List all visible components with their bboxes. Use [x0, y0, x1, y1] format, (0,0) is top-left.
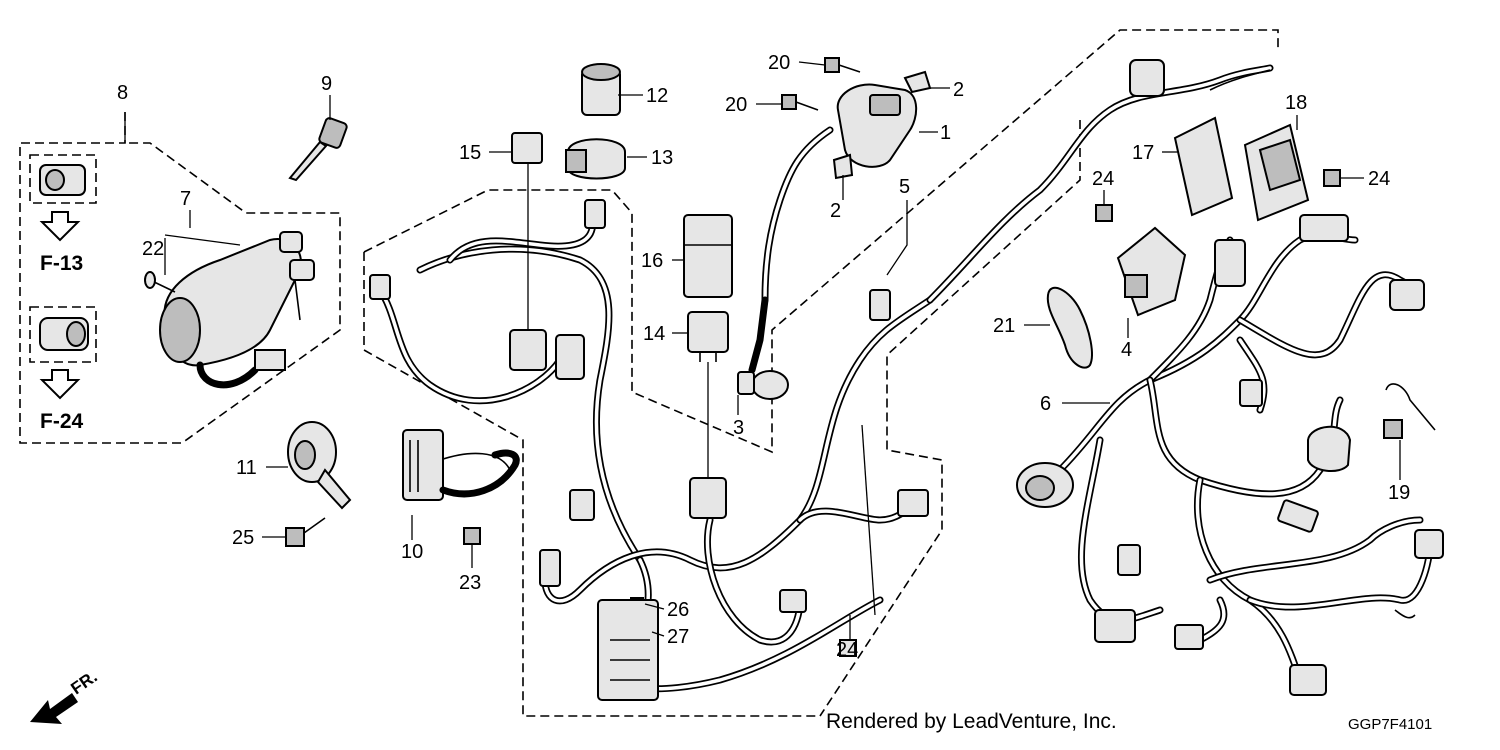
- label-20-bottom: 20: [725, 94, 747, 116]
- part-11-horn: [287, 421, 352, 510]
- part-13-clamp: [565, 138, 626, 180]
- part-1-ignition-coil: [836, 83, 918, 168]
- front-label: FR.: [67, 667, 100, 698]
- part-18-unit: [1243, 123, 1310, 222]
- part-21-band: [1046, 286, 1093, 369]
- part-24-bolt-upper-left: [1095, 204, 1113, 222]
- part-10-regulator: [402, 429, 520, 501]
- label-23: 23: [459, 572, 481, 594]
- label-16: 16: [641, 250, 663, 272]
- label-5: 5: [899, 176, 910, 198]
- part-2-clip-top: [903, 70, 932, 94]
- label-10: 10: [401, 541, 423, 563]
- group-boundaries: [19, 29, 1279, 717]
- arrow-down-f13: [39, 211, 81, 242]
- label-17: 17: [1132, 142, 1154, 164]
- ref-f13-part: [39, 164, 86, 196]
- part-9-key: [288, 117, 348, 182]
- harness-connectors-right: [1016, 59, 1444, 696]
- part-3-plug-cap: [737, 296, 789, 400]
- label-26: 26: [667, 599, 689, 621]
- part-15-relay: [511, 132, 543, 164]
- front-arrow-icon: [30, 693, 78, 724]
- label-9: 9: [321, 73, 332, 95]
- render-credit: Rendered by LeadVenture, Inc.: [826, 710, 1117, 733]
- ref-f13-label: F-13: [40, 252, 83, 275]
- label-4: 4: [1121, 339, 1132, 361]
- label-11: 11: [236, 457, 257, 479]
- label-3: 3: [733, 417, 744, 439]
- label-7: 7: [180, 188, 191, 210]
- label-27: 27: [667, 626, 689, 648]
- part-24-bolt-upper-right: [1323, 169, 1341, 187]
- ref-f13-box: [29, 154, 97, 204]
- part-20-bolt-bottom: [781, 94, 819, 111]
- label-13: 13: [651, 147, 673, 169]
- front-direction-indicator: FR.: [30, 667, 101, 724]
- right-harness-boundary: [819, 120, 1081, 717]
- label-22: 22: [142, 238, 164, 260]
- harness-connectors-left: [369, 199, 929, 657]
- fuse-box: [597, 599, 659, 701]
- label-8: 8: [117, 82, 128, 104]
- part-25-bolt: [285, 517, 326, 547]
- part-20-bolt-top: [824, 57, 861, 73]
- label-24-upper-right: 24: [1368, 168, 1390, 190]
- part-16-unit: [683, 214, 733, 298]
- ref-f24-label: F-24: [40, 410, 84, 433]
- diagram-code: GGP7F4101: [1348, 716, 1433, 733]
- arrow-down-f24: [39, 369, 81, 400]
- ref-f24-part: [39, 317, 89, 351]
- label-15: 15: [459, 142, 481, 164]
- callout-labels: 1 2 2 3 4 5 6 7 8 9 10 11 12 13 14 15 16…: [117, 52, 1410, 661]
- parts: [39, 57, 1444, 701]
- leader-lines: [124, 61, 1401, 640]
- main-harness-boundary: [363, 252, 820, 717]
- label-20-top: 20: [768, 52, 790, 74]
- label-21: 21: [993, 315, 1015, 337]
- part-12-socket: [581, 63, 621, 116]
- part-4-regulator: [1116, 226, 1187, 317]
- part-2-clip-mid: [832, 153, 854, 180]
- label-2-top: 2: [953, 79, 964, 101]
- label-18: 18: [1285, 92, 1307, 114]
- label-24-bottom: 24: [836, 639, 858, 661]
- label-2-mid: 2: [830, 200, 841, 222]
- part-14-relay: [687, 311, 729, 362]
- part-7-key-switch: [159, 231, 315, 389]
- label-25: 25: [232, 527, 254, 549]
- label-12: 12: [646, 85, 668, 107]
- part-19-band: [1383, 383, 1436, 439]
- label-24-upper-left: 24: [1092, 168, 1114, 190]
- label-6: 6: [1040, 393, 1051, 415]
- left-harness-boundary: [363, 29, 1279, 454]
- label-19: 19: [1388, 482, 1410, 504]
- part-17-unit: [1173, 116, 1234, 217]
- part-23-bolt: [463, 527, 481, 545]
- part-22-screw: [144, 271, 176, 293]
- ref-f24-box: [29, 306, 97, 363]
- label-1: 1: [940, 122, 951, 144]
- reference-arrows: F-13 F-24: [39, 211, 84, 433]
- label-14: 14: [643, 323, 665, 345]
